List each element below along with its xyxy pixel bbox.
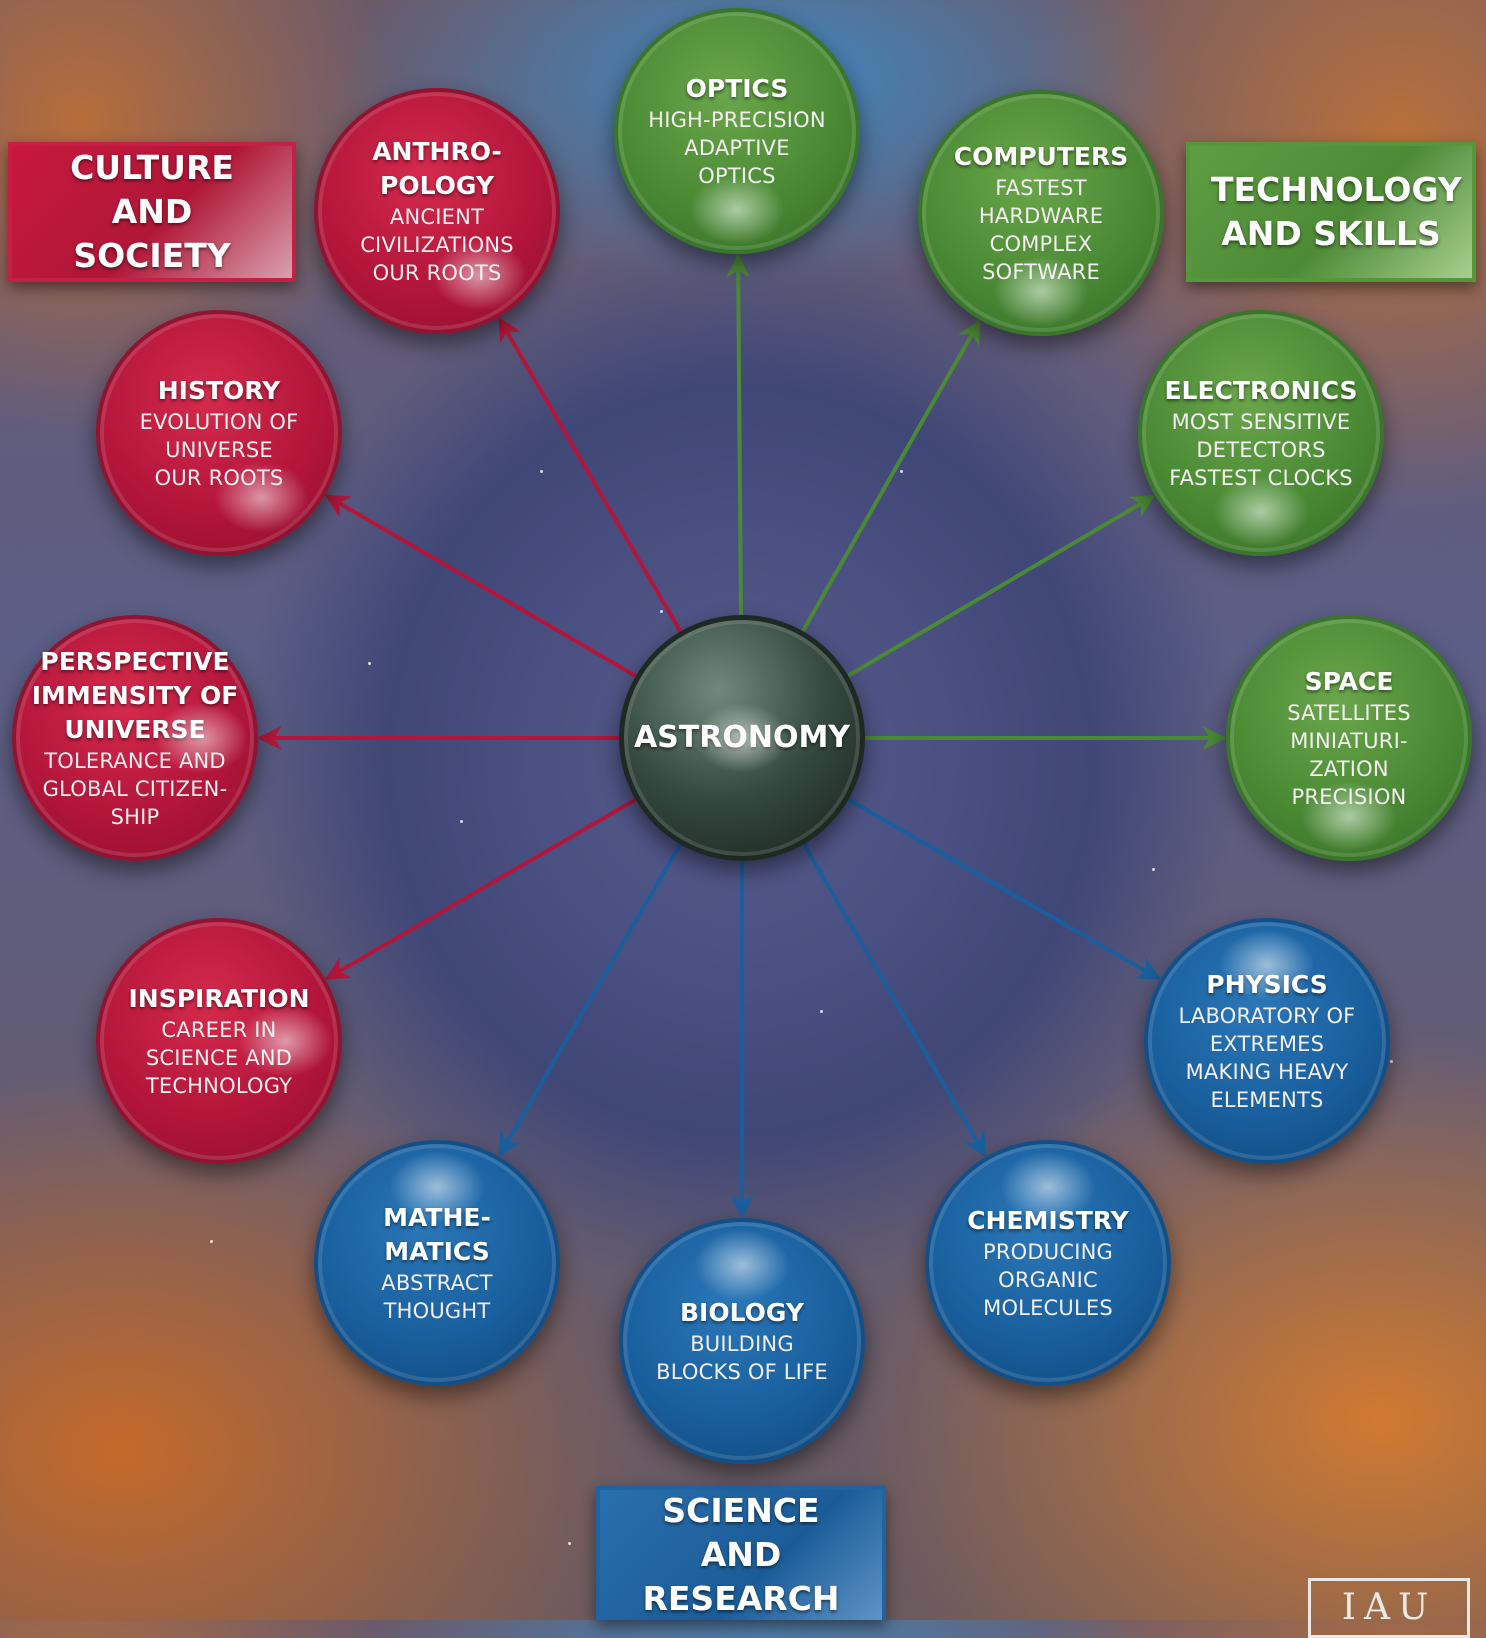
node-inspiration: INSPIRATION CAREER IN SCIENCE AND TECHNO… xyxy=(96,918,342,1164)
node-inspiration-line: SCIENCE AND xyxy=(145,1046,293,1070)
node-history-line: EVOLUTION OF xyxy=(139,410,299,434)
arrow-optics xyxy=(726,253,751,616)
node-biology: BIOLOGY BUILDING BLOCKS OF LIFE xyxy=(619,1218,865,1464)
category-technology-and-skills: TECHNOLOGY AND SKILLS xyxy=(1186,142,1476,282)
category-culture-and-society: CULTURE AND SOCIETY xyxy=(8,142,296,282)
node-optics-line: HIGH-PRECISION xyxy=(648,108,826,132)
node-space-line: PRECISION xyxy=(1291,785,1407,809)
node-physics-line: EXTREMES xyxy=(1209,1032,1325,1056)
node-computers-line: COMPLEX xyxy=(989,232,1093,256)
node-optics-title: OPTICS xyxy=(685,74,789,103)
star-decoration xyxy=(900,470,903,473)
node-physics: PHYSICS LABORATORY OF EXTREMES MAKING HE… xyxy=(1144,918,1390,1164)
star-decoration xyxy=(1390,1060,1393,1063)
node-anthropology-title: ANTHRO- xyxy=(372,137,502,166)
center-node-astronomy: ASTRONOMY xyxy=(619,615,865,861)
arrow-electronics xyxy=(847,494,1156,678)
node-electronics-line: FASTEST CLOCKS xyxy=(1169,466,1353,490)
star-decoration xyxy=(460,820,463,823)
node-optics-line: OPTICS xyxy=(698,164,776,188)
star-decoration xyxy=(540,470,543,473)
node-biology-title: BIOLOGY xyxy=(680,1298,804,1327)
node-optics: OPTICS HIGH-PRECISION ADAPTIVE OPTICS xyxy=(614,8,860,254)
node-physics-line: ELEMENTS xyxy=(1210,1088,1324,1112)
arrow-physics xyxy=(847,797,1161,981)
node-mathematics: MATHE- MATICS ABSTRACT THOUGHT xyxy=(314,1140,560,1386)
node-electronics-line: DETECTORS xyxy=(1196,438,1326,462)
node-anthropology: ANTHRO- POLOGY ANCIENT CIVILIZATIONS OUR… xyxy=(314,88,560,334)
arrow-mathematics xyxy=(498,843,682,1157)
star-decoration xyxy=(1152,868,1155,871)
node-inspiration-line: CAREER IN xyxy=(161,1018,277,1042)
node-anthropology-line: CIVILIZATIONS xyxy=(360,233,514,257)
node-perspective-line: TOLERANCE AND xyxy=(44,749,226,773)
node-biology-line: BLOCKS OF LIFE xyxy=(656,1360,828,1384)
node-physics-line: LABORATORY OF xyxy=(1178,1004,1356,1028)
node-mathematics-title: MATHE- xyxy=(383,1203,491,1232)
node-anthropology-title: POLOGY xyxy=(380,171,494,200)
node-electronics-title: ELECTRONICS xyxy=(1164,376,1358,405)
arrow-chemistry xyxy=(802,843,987,1158)
node-mathematics-title: MATICS xyxy=(384,1237,490,1266)
node-mathematics-line: THOUGHT xyxy=(383,1299,491,1323)
node-space-line: SATELLITES xyxy=(1287,701,1411,725)
node-space: SPACE SATELLITES MINIATURI- ZATION PRECI… xyxy=(1226,615,1472,861)
arrow-history xyxy=(324,494,637,678)
node-chemistry: CHEMISTRY PRODUCING ORGANIC MOLECULES xyxy=(925,1140,1171,1386)
node-space-line: ZATION xyxy=(1309,757,1389,781)
category-culture-label: CULTURE AND SOCIETY xyxy=(70,148,234,275)
category-science-label: SCIENCE AND RESEARCH xyxy=(642,1491,840,1618)
category-technology-label: TECHNOLOGY AND SKILLS xyxy=(1211,170,1462,253)
star-decoration xyxy=(820,1010,823,1013)
node-computers-line: SOFTWARE xyxy=(982,260,1100,284)
node-chemistry-line: ORGANIC xyxy=(998,1268,1098,1292)
node-perspective-line: GLOBAL CITIZEN- xyxy=(42,777,228,801)
node-computers-line: FASTEST xyxy=(995,176,1087,200)
star-decoration xyxy=(210,1240,213,1243)
center-title: ASTRONOMY xyxy=(633,720,851,755)
node-chemistry-line: PRODUCING xyxy=(983,1240,1113,1264)
node-biology-line: BUILDING xyxy=(690,1332,794,1356)
node-computers-line: HARDWARE xyxy=(978,204,1104,228)
node-anthropology-line: OUR ROOTS xyxy=(372,261,502,285)
node-physics-line: MAKING HEAVY xyxy=(1185,1060,1349,1084)
star-decoration xyxy=(660,610,663,613)
category-science-and-research: SCIENCE AND RESEARCH xyxy=(596,1486,886,1620)
node-perspective-title: UNIVERSE xyxy=(64,715,206,744)
iau-logo: IAU xyxy=(1308,1578,1470,1638)
node-optics-line: ADAPTIVE xyxy=(684,136,790,160)
node-history: HISTORY EVOLUTION OF UNIVERSE OUR ROOTS xyxy=(96,310,342,556)
node-computers: COMPUTERS FASTEST HARDWARE COMPLEX SOFTW… xyxy=(918,90,1164,336)
node-inspiration-title: INSPIRATION xyxy=(128,984,310,1013)
iau-logo-text: IAU xyxy=(1341,1587,1437,1628)
node-electronics-line: MOST SENSITIVE xyxy=(1171,410,1351,434)
node-chemistry-line: MOLECULES xyxy=(983,1296,1113,1320)
node-electronics: ELECTRONICS MOST SENSITIVE DETECTORS FAS… xyxy=(1138,310,1384,556)
node-perspective-title: IMMENSITY OF xyxy=(31,681,239,710)
arrow-anthropology xyxy=(497,317,683,633)
arrow-inspiration xyxy=(325,797,637,981)
node-history-line: UNIVERSE xyxy=(165,438,273,462)
node-inspiration-line: TECHNOLOGY xyxy=(145,1074,293,1098)
star-decoration xyxy=(568,1542,571,1545)
node-mathematics-line: ABSTRACT xyxy=(381,1271,493,1295)
node-perspective: PERSPECTIVE IMMENSITY OF UNIVERSE TOLERA… xyxy=(12,615,258,861)
node-space-line: MINIATURI- xyxy=(1290,729,1408,753)
node-anthropology-line: ANCIENT xyxy=(389,205,485,229)
node-history-title: HISTORY xyxy=(157,376,281,405)
star-decoration xyxy=(368,662,371,665)
arrow-computers xyxy=(801,319,981,633)
node-physics-title: PHYSICS xyxy=(1206,970,1328,999)
node-space-title: SPACE xyxy=(1304,667,1394,696)
node-perspective-line: SHIP xyxy=(110,805,160,829)
node-history-line: OUR ROOTS xyxy=(154,466,284,490)
node-computers-title: COMPUTERS xyxy=(953,142,1129,171)
node-perspective-title: PERSPECTIVE xyxy=(40,647,230,676)
node-chemistry-title: CHEMISTRY xyxy=(967,1206,1129,1235)
